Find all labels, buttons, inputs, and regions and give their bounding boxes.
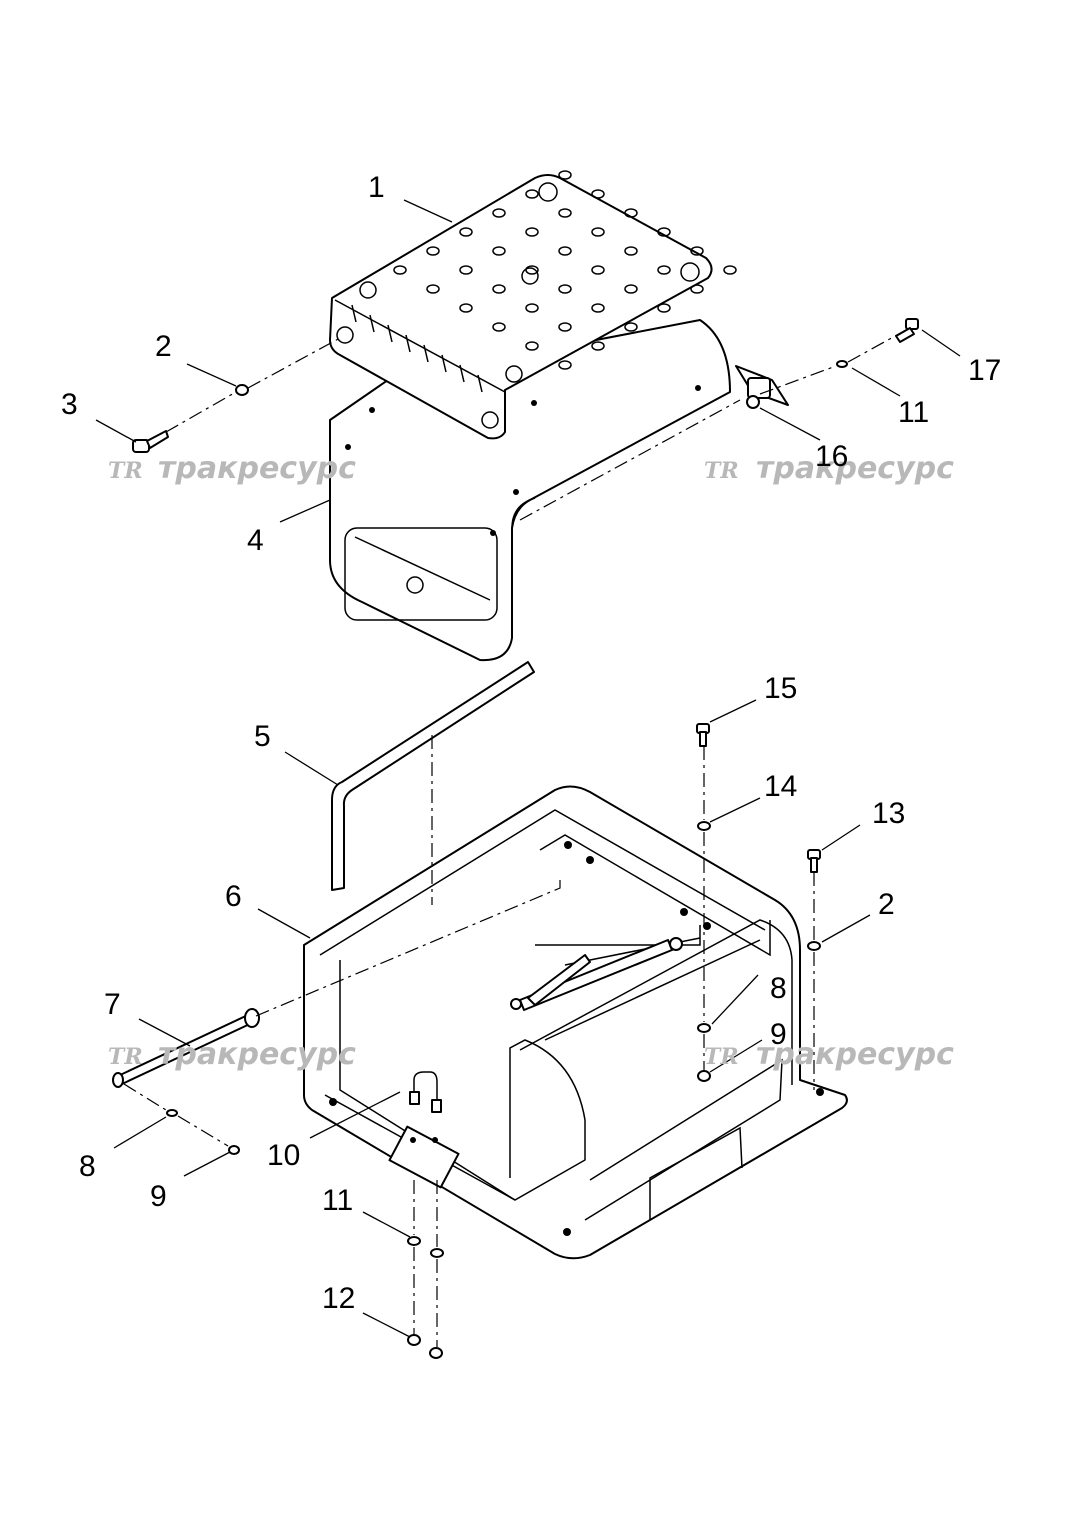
watermark-text: тракресурс [756,451,954,486]
washer-8-right [697,1023,711,1033]
bolt-3 [132,430,169,453]
callout-15: 15 [764,672,797,705]
callout-8: 8 [79,1150,96,1183]
plate-hole [624,246,638,256]
plate-hole [558,170,572,180]
plate-hole [657,265,671,275]
plate-hole [591,189,605,199]
washer-2-upper [235,384,249,396]
plate-holes [393,170,737,370]
callout-13: 13 [872,797,905,830]
plate-hole [657,227,671,237]
plate-hole [492,208,506,218]
watermark-bottom-left: TR тракресурс [108,1037,356,1072]
watermark-text: тракресурс [756,1037,954,1072]
watermark-logo: TR [704,1044,739,1070]
bolt-13 [807,849,821,873]
callout-17: 17 [968,354,1001,387]
nut-9-right [697,1070,711,1082]
callout-9: 9 [150,1180,167,1213]
watermark-logo: TR [108,458,143,484]
callout-12: 12 [322,1282,355,1315]
watermark-bottom-right: TR тракресурс [704,1037,954,1072]
plate-hole [624,322,638,332]
latch [735,365,789,409]
plate-hole [525,189,539,199]
plate-hole [690,246,704,256]
seal-strip [331,661,535,891]
washer-14 [697,821,711,831]
callout-4: 4 [247,524,264,557]
washer-11-lower-b [430,1248,444,1258]
plate-hole [657,303,671,313]
plate-hole [459,265,473,275]
washer-11-lower-a [407,1236,421,1246]
plate-hole [393,265,407,275]
top-plate [329,170,737,440]
plate-hole [558,360,572,370]
plate-hole [459,303,473,313]
bolt-15 [696,723,710,747]
plate-hole [558,208,572,218]
callout-8: 8 [770,972,787,1005]
callout-5: 5 [254,720,271,753]
gas-spring [510,937,683,1011]
plate-hole [426,246,440,256]
nut-12-b [429,1347,443,1359]
plate-hole [558,322,572,332]
callout-10: 10 [267,1139,300,1172]
callout-7: 7 [104,988,121,1021]
washer-8-lower [166,1109,178,1117]
callout-3: 3 [61,388,78,421]
nut-9-lower [228,1145,240,1155]
plate-hole [525,341,539,351]
plate-hole [492,322,506,332]
plate-hole [690,284,704,294]
plate-hole [558,246,572,256]
plate-hole [525,303,539,313]
watermark-text: тракресурс [158,451,356,486]
watermark-top-left: TR тракресурс [108,451,356,486]
plate-hole [525,227,539,237]
plate-hole [525,265,539,275]
callout-11: 11 [322,1184,353,1217]
plate-hole [591,303,605,313]
watermark-logo: TR [704,458,739,484]
plate-hole [492,246,506,256]
plate-hole [624,208,638,218]
box-base [303,785,848,1260]
plate-hole [723,265,737,275]
plate-hole [591,227,605,237]
plate-hole [459,227,473,237]
nut-12-a [407,1334,421,1346]
watermark-text: тракресурс [158,1037,356,1072]
washer-11-upper [836,360,848,368]
u-bolt [409,1071,442,1113]
callout-1: 1 [368,171,385,204]
callout-labels: 1 2 3 4 5 6 7 8 9 10 11 12 13 14 15 2 8 … [61,171,1001,1315]
watermark-top-right: TR тракресурс [704,451,954,486]
callout-16: 16 [815,440,848,473]
plate-hole [591,341,605,351]
rod [112,1008,260,1088]
watermark-logo: TR [108,1044,143,1070]
callout-9: 9 [770,1018,787,1051]
plate-hole [492,284,506,294]
plate-hole [558,284,572,294]
washer-2-lower [807,941,821,951]
callout-14: 14 [764,770,797,803]
callout-2: 2 [878,888,895,921]
callout-6: 6 [225,880,242,913]
assembly-axes [123,329,907,1347]
plate-hole [624,284,638,294]
plate-hole [426,284,440,294]
plate-hole [591,265,605,275]
bolt-17 [895,318,919,343]
callout-11: 11 [898,396,929,429]
leader-lines [95,199,961,1338]
callout-2: 2 [155,330,172,363]
